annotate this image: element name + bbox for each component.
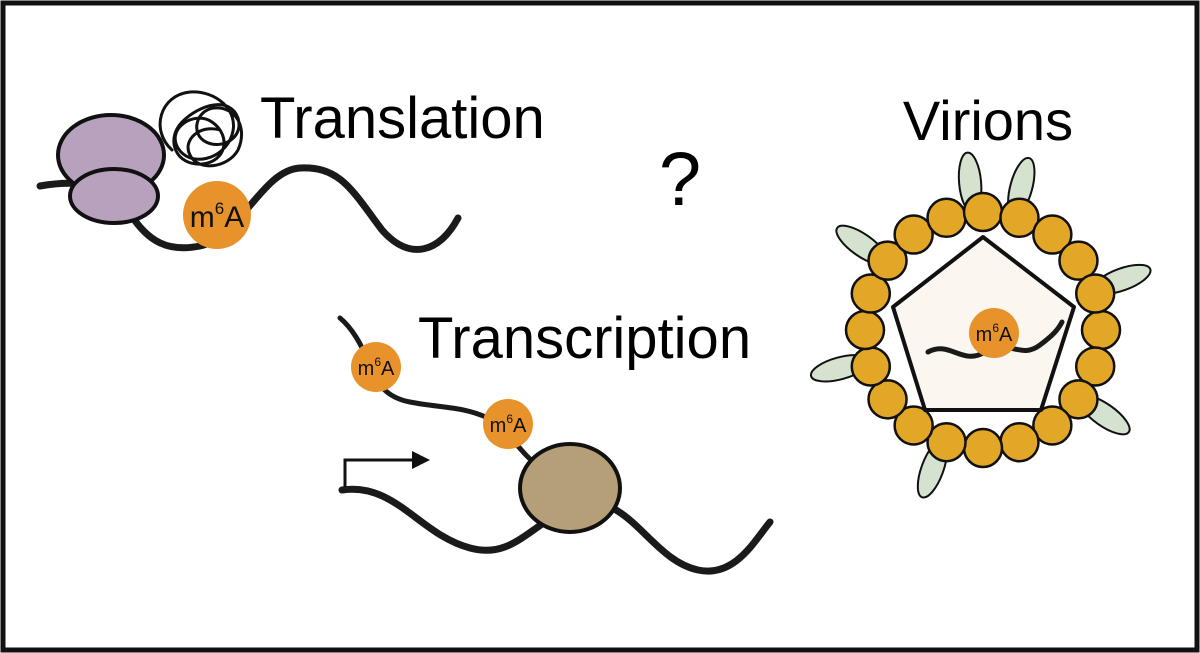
- capsomere: [867, 379, 908, 420]
- polypeptide-chain-icon: [158, 90, 244, 168]
- capsomere: [1074, 273, 1116, 314]
- capsomere: [893, 214, 934, 255]
- m6a-label: m6A: [976, 321, 1013, 346]
- capsomere: [962, 191, 1004, 233]
- m6a-label: m6A: [490, 412, 527, 437]
- capsomere: [1032, 405, 1073, 446]
- m6a-marker: [351, 342, 401, 392]
- m6a-marker: [483, 399, 533, 449]
- capsomere: [926, 421, 967, 463]
- capsomere: [1074, 346, 1116, 387]
- translation-label: Translation: [260, 86, 545, 151]
- m6a-label: m6A: [358, 355, 395, 380]
- capsomere: [926, 197, 967, 239]
- capsomere: [850, 346, 892, 387]
- capsomere-ring: [844, 191, 1122, 469]
- translation-panel: m6A Translation: [36, 86, 545, 253]
- capsomere: [1032, 214, 1073, 255]
- capsomere: [1058, 240, 1099, 281]
- virions-label: Virions: [903, 89, 1073, 152]
- capsomere: [844, 309, 886, 351]
- capsomere: [893, 405, 934, 446]
- m6a-label: m6A: [190, 199, 244, 234]
- transcription-label: Transcription: [418, 306, 751, 371]
- capsomere: [867, 240, 908, 281]
- transcription-panel: m6A m6A Transcription: [337, 306, 774, 575]
- capsomere: [1080, 309, 1122, 351]
- capsomere: [999, 421, 1040, 463]
- m6a-marker: [969, 308, 1019, 358]
- m6a-marker: [183, 181, 251, 249]
- question-mark: ?: [659, 137, 701, 222]
- rna-polymerase-icon: [518, 442, 622, 534]
- capsomere: [1058, 379, 1099, 420]
- capsomere: [962, 427, 1004, 469]
- capsomere: [999, 197, 1040, 239]
- capsomere: [850, 273, 892, 314]
- promoter-arrow-line: [343, 458, 415, 487]
- virion-icon: Virions m6A: [809, 89, 1152, 499]
- ribosome-small-subunit: [68, 167, 160, 225]
- promoter-arrow-icon: [412, 451, 430, 469]
